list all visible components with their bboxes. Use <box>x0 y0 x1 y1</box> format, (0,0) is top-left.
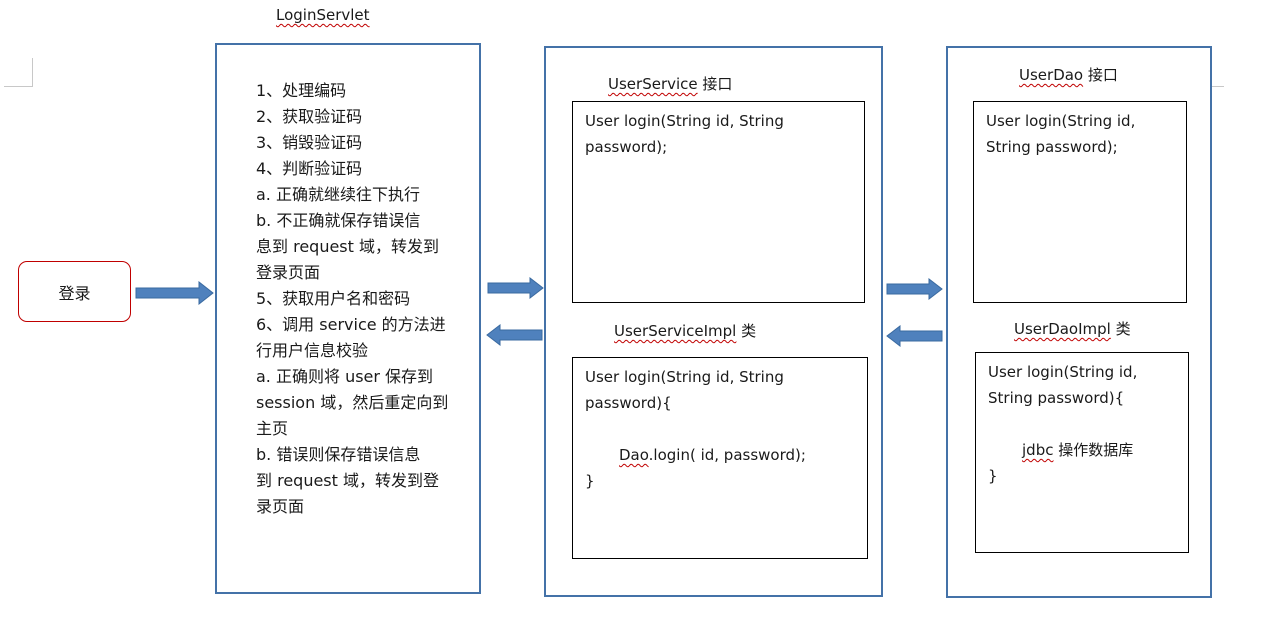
login-label: 登录 <box>58 283 91 303</box>
servlet-step-line: 5、获取用户名和密码 <box>256 289 411 308</box>
page-corner-mark-left <box>4 58 33 87</box>
servlet-step-line: session 域，然后重定向到 <box>256 393 449 412</box>
userservice-title: UserService 接口 <box>608 75 733 93</box>
userdao-interface-box: User login(String id, String password); <box>973 101 1187 303</box>
servlet-step-line: 息到 request 域，转发到 <box>256 237 439 256</box>
servlet-step-line: b. 错误则保存错误信息 <box>256 445 421 464</box>
userserviceimpl-title: UserServiceImpl 类 <box>614 322 757 340</box>
arrow-right-service-to-dao <box>886 278 943 300</box>
userdaoimpl-line3: } <box>988 467 998 485</box>
userdaoimpl-title: UserDaoImpl 类 <box>1014 320 1131 338</box>
servlet-step-line: 4、判断验证码 <box>256 159 363 178</box>
servlet-step-line: 行用户信息校验 <box>256 341 369 360</box>
servlet-step-line: 到 request 域，转发到登 <box>256 471 439 490</box>
servlet-step-line: 2、获取验证码 <box>256 107 363 126</box>
servlet-title: LoginServlet <box>276 6 370 24</box>
servlet-panel <box>215 43 481 594</box>
arrow-left-service-to-servlet <box>486 324 543 346</box>
servlet-step-line: 6、调用 service 的方法进 <box>256 315 446 334</box>
userservice-interface-code: User login(String id, String password); <box>585 112 789 156</box>
userserviceimpl-box: User login(String id, String password){ … <box>572 357 868 559</box>
arrow-right-servlet-to-service <box>487 277 544 299</box>
servlet-step-line: a. 正确则将 user 保存到 <box>256 367 434 386</box>
servlet-step-line: 登录页面 <box>256 263 321 282</box>
servlet-step-line: b. 不正确就保存错误信 <box>256 211 421 230</box>
userserviceimpl-line1: User login(String id, String password){ <box>585 368 784 412</box>
servlet-step-line: 录页面 <box>256 497 305 516</box>
userdao-interface-code: User login(String id, String password); <box>986 112 1136 156</box>
login-node: 登录 <box>18 261 131 322</box>
userdao-title: UserDao 接口 <box>1019 66 1118 84</box>
arrow-left-dao-to-service <box>886 325 943 347</box>
servlet-step-line: 3、销毁验证码 <box>256 133 363 152</box>
servlet-step-line: a. 正确就继续往下执行 <box>256 185 420 204</box>
userserviceimpl-line3: } <box>585 472 595 490</box>
userservice-interface-box: User login(String id, String password); <box>572 101 865 303</box>
userdaoimpl-line2: jdbc 操作数据库 <box>1022 441 1134 459</box>
userserviceimpl-line2: Dao.login( id, password); <box>619 446 806 464</box>
servlet-step-line: 主页 <box>256 419 289 438</box>
servlet-steps: 1、处理编码 2、获取验证码 3、销毁验证码 4、判断验证码 a. 正确就继续往下执行 b… <box>256 78 456 520</box>
userdaoimpl-box: User login(String id, String password){ … <box>975 352 1189 553</box>
servlet-step-line: 1、处理编码 <box>256 81 347 100</box>
userdaoimpl-line1: User login(String id, String password){ <box>988 363 1138 407</box>
arrow-right-login-to-servlet <box>135 281 214 305</box>
